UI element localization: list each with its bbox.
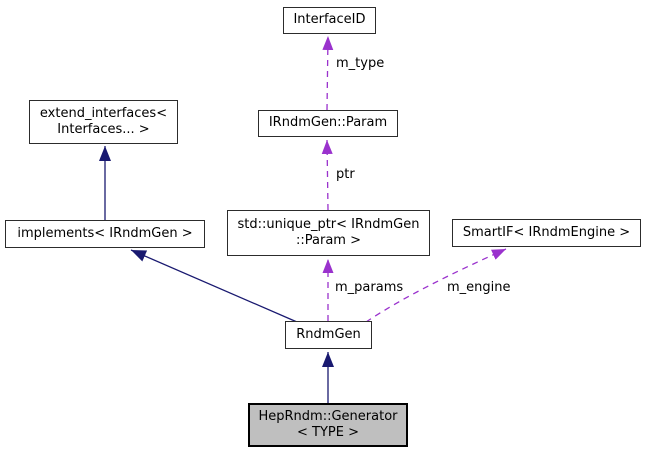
edge-usage-m-type [322, 35, 334, 111]
node-heprndm-generator-line1: HepRndm::Generator [258, 408, 398, 424]
node-smartif-irndmengine-label: SmartIF< IRndmEngine > [462, 224, 631, 240]
node-std-unique-ptr-line2: ::Param > [296, 233, 361, 248]
node-interfaceid-label: InterfaceID [293, 12, 366, 28]
node-extend-interfaces-line1: extend_interfaces< [39, 105, 168, 121]
node-irndmgen-param[interactable]: IRndmGen::Param [258, 110, 398, 137]
node-implements-irndmgen[interactable]: implements< IRndmGen > [5, 220, 205, 248]
edge-label-m-type: m_type [336, 56, 385, 71]
edge-label-m-engine: m_engine [447, 280, 511, 295]
node-extend-interfaces[interactable]: extend_interfaces< Interfaces... > [29, 100, 178, 144]
edge-inheritance-rndmgen-to-implements [130, 249, 298, 323]
node-heprndm-generator-line2: < TYPE > [297, 425, 359, 440]
edge-label-m-params: m_params [335, 280, 404, 295]
node-extend-interfaces-line2: Interfaces... > [57, 122, 150, 137]
node-irndmgen-param-label: IRndmGen::Param [268, 115, 388, 131]
node-rndmgen[interactable]: RndmGen [285, 321, 372, 349]
node-smartif-irndmengine[interactable]: SmartIF< IRndmEngine > [452, 219, 641, 247]
node-heprndm-generator: HepRndm::Generator < TYPE > [248, 403, 408, 447]
node-implements-irndmgen-label: implements< IRndmGen > [17, 225, 193, 241]
node-std-unique-ptr-line1: std::unique_ptr< IRndmGen [237, 216, 420, 232]
node-std-unique-ptr-param[interactable]: std::unique_ptr< IRndmGen ::Param > [227, 210, 430, 256]
node-interfaceid[interactable]: InterfaceID [283, 7, 376, 34]
node-rndmgen-label: RndmGen [296, 326, 361, 342]
edge-label-ptr: ptr [336, 167, 355, 182]
edge-usage-ptr [321, 139, 333, 211]
